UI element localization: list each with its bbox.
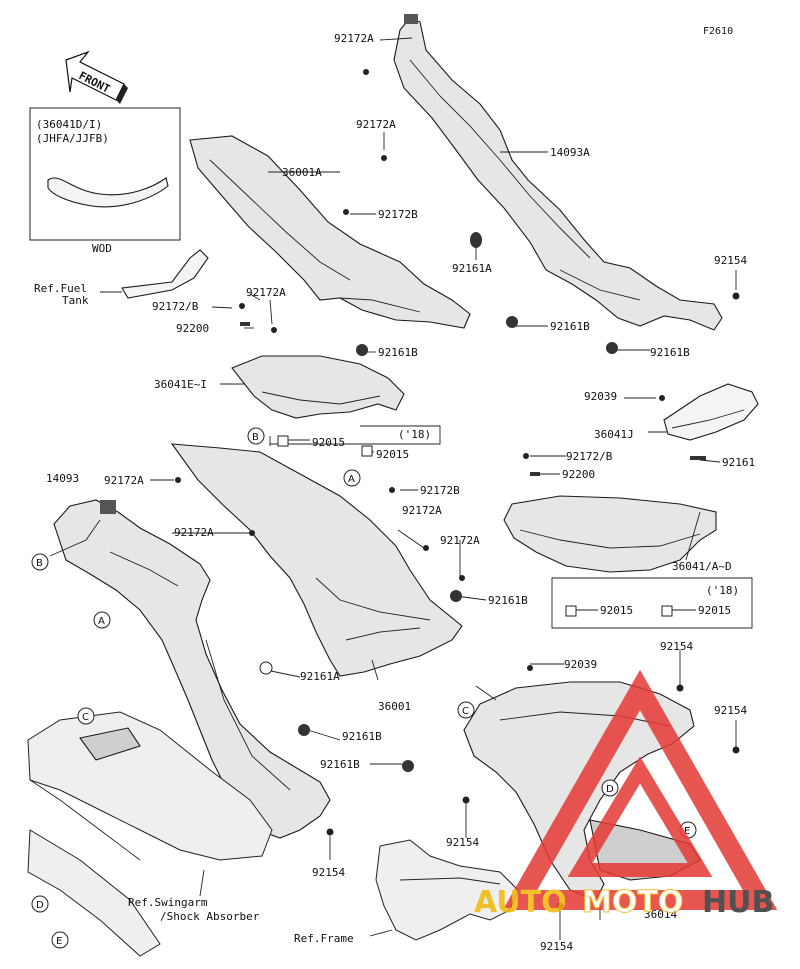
label-92039-right: 92039 [584,390,617,403]
label-92015-r1: 92015 [600,604,633,617]
inset-note-1: (36041D/I) [36,118,102,131]
variant-inset: (36041D/I) (JHFA/JJFB) WOD [29,107,181,255]
label-36041AD: 36041/A~D [672,560,732,573]
label-92161B-l1: 92161B [378,346,418,359]
label-92172A-top: 92172A [334,32,374,45]
svg-text:C: C [82,712,89,723]
cover-14093A [393,14,723,331]
svg-text:B: B [36,558,43,569]
label-14093A: 14093A [550,146,590,159]
label-92161B-low: 92161B [342,730,382,743]
ref-swingarm-1: Ref.Swingarm [128,896,208,909]
label-92015-l1: 92015 [312,436,345,449]
label-92161A-mid: 92161A [300,670,340,683]
cover-14093 [53,499,331,839]
callout-C-right: C [457,701,475,719]
label-92172A-m1: 92172A [402,504,442,517]
svg-text:D: D [606,784,614,795]
svg-text:E: E [56,936,62,947]
label-92015-r2: 92015 [698,604,731,617]
label-92172A-c: 92172A [246,286,286,299]
part-labels: 92172A 92172A 14093A 36001A 92172B 92161… [46,32,755,953]
label-92172B-slash: 92172/B [152,300,199,313]
label-92161-right: 92161 [722,456,755,469]
ref-swingarm-2: /Shock Absorber [160,910,260,923]
label-92154-r1: 92154 [660,640,693,653]
label-36001A: 36001A [282,166,322,179]
front-arrow-icon: FRONT [65,50,128,104]
svg-text:A: A [348,474,355,485]
figure-code: F2610 [703,26,733,37]
watermark-triangle-icon [502,669,778,910]
label-36014: 36014 [644,908,677,921]
label-92200-right: 92200 [562,468,595,481]
fuel-tank-bracket [121,249,209,299]
watermark-auto: AUTO [474,885,567,920]
frame-swingarm-area [27,711,273,957]
label-92172A-m3: 92172A [440,534,480,547]
label-92015-l2: 92015 [376,448,409,461]
callout-B-top: B [247,427,265,445]
label-92039-low: 92039 [564,658,597,671]
callout-A-left: A [93,611,111,629]
callouts: B A B A C C D E D E [31,427,697,949]
svg-text:B: B [252,432,259,443]
ref-frame: Ref.Frame [294,932,354,945]
label-92172B-mid: 92172B [420,484,460,497]
label-36001: 36001 [378,700,411,713]
svg-text:A: A [98,616,105,627]
callout-D-left: D [31,895,49,913]
svg-text:E: E [684,826,690,837]
watermark-hub: HUB [702,885,774,920]
inset-note-2: (JHFA/JJFB) [36,132,109,145]
watermark-logo: AUTO MOTO HUB [474,669,778,921]
inset-caption: WOD [92,242,112,255]
svg-text:D: D [36,900,44,911]
label-92154-low: 92154 [312,866,345,879]
label-92172A-l: 92172A [104,474,144,487]
cover-36041AD [503,495,717,573]
ref-fuel-tank-2: Tank [62,294,89,307]
cover-36041J [663,383,759,441]
watermark-moto: MOTO [582,885,683,920]
label-92172A-m2: 92172A [174,526,214,539]
label-92161B-mid: 92161B [488,594,528,607]
label-36041J: 36041J [594,428,634,441]
label-36041E: 36041E~I [154,378,207,391]
callout-D-right: D [601,779,619,797]
cover-36001A [189,135,471,329]
label-92172B-top: 92172B [378,208,418,221]
label-92161B-low2: 92161B [320,758,360,771]
callout-A-top: A [343,469,361,487]
label-92154-r2: 92154 [714,704,747,717]
label-92154-c: 92154 [446,836,479,849]
ref-fuel-tank-1: Ref.Fuel [34,282,87,295]
label-92161B-r1: 92161B [550,320,590,333]
frame-bracket [375,839,519,941]
cover-36041E [231,355,405,419]
inset-cover-part [47,177,169,208]
callout-C-left: C [77,707,95,725]
label-92172A-mid: 92172A [356,118,396,131]
label-18-right: ('18) [706,584,739,597]
label-14093: 14093 [46,472,79,485]
cover-36001 [170,443,463,677]
label-92161B-r2: 92161B [650,346,690,359]
label-92154-right: 92154 [714,254,747,267]
label-18-left: ('18) [398,428,431,441]
label-92172B-right: 92172/B [566,450,613,463]
callout-B-left: B [31,553,49,571]
svg-text:C: C [462,706,469,717]
callout-E-left: E [51,931,69,949]
label-92161A-top: 92161A [452,262,492,275]
label-92154-bottom: 92154 [540,940,573,953]
label-92200-left: 92200 [176,322,209,335]
